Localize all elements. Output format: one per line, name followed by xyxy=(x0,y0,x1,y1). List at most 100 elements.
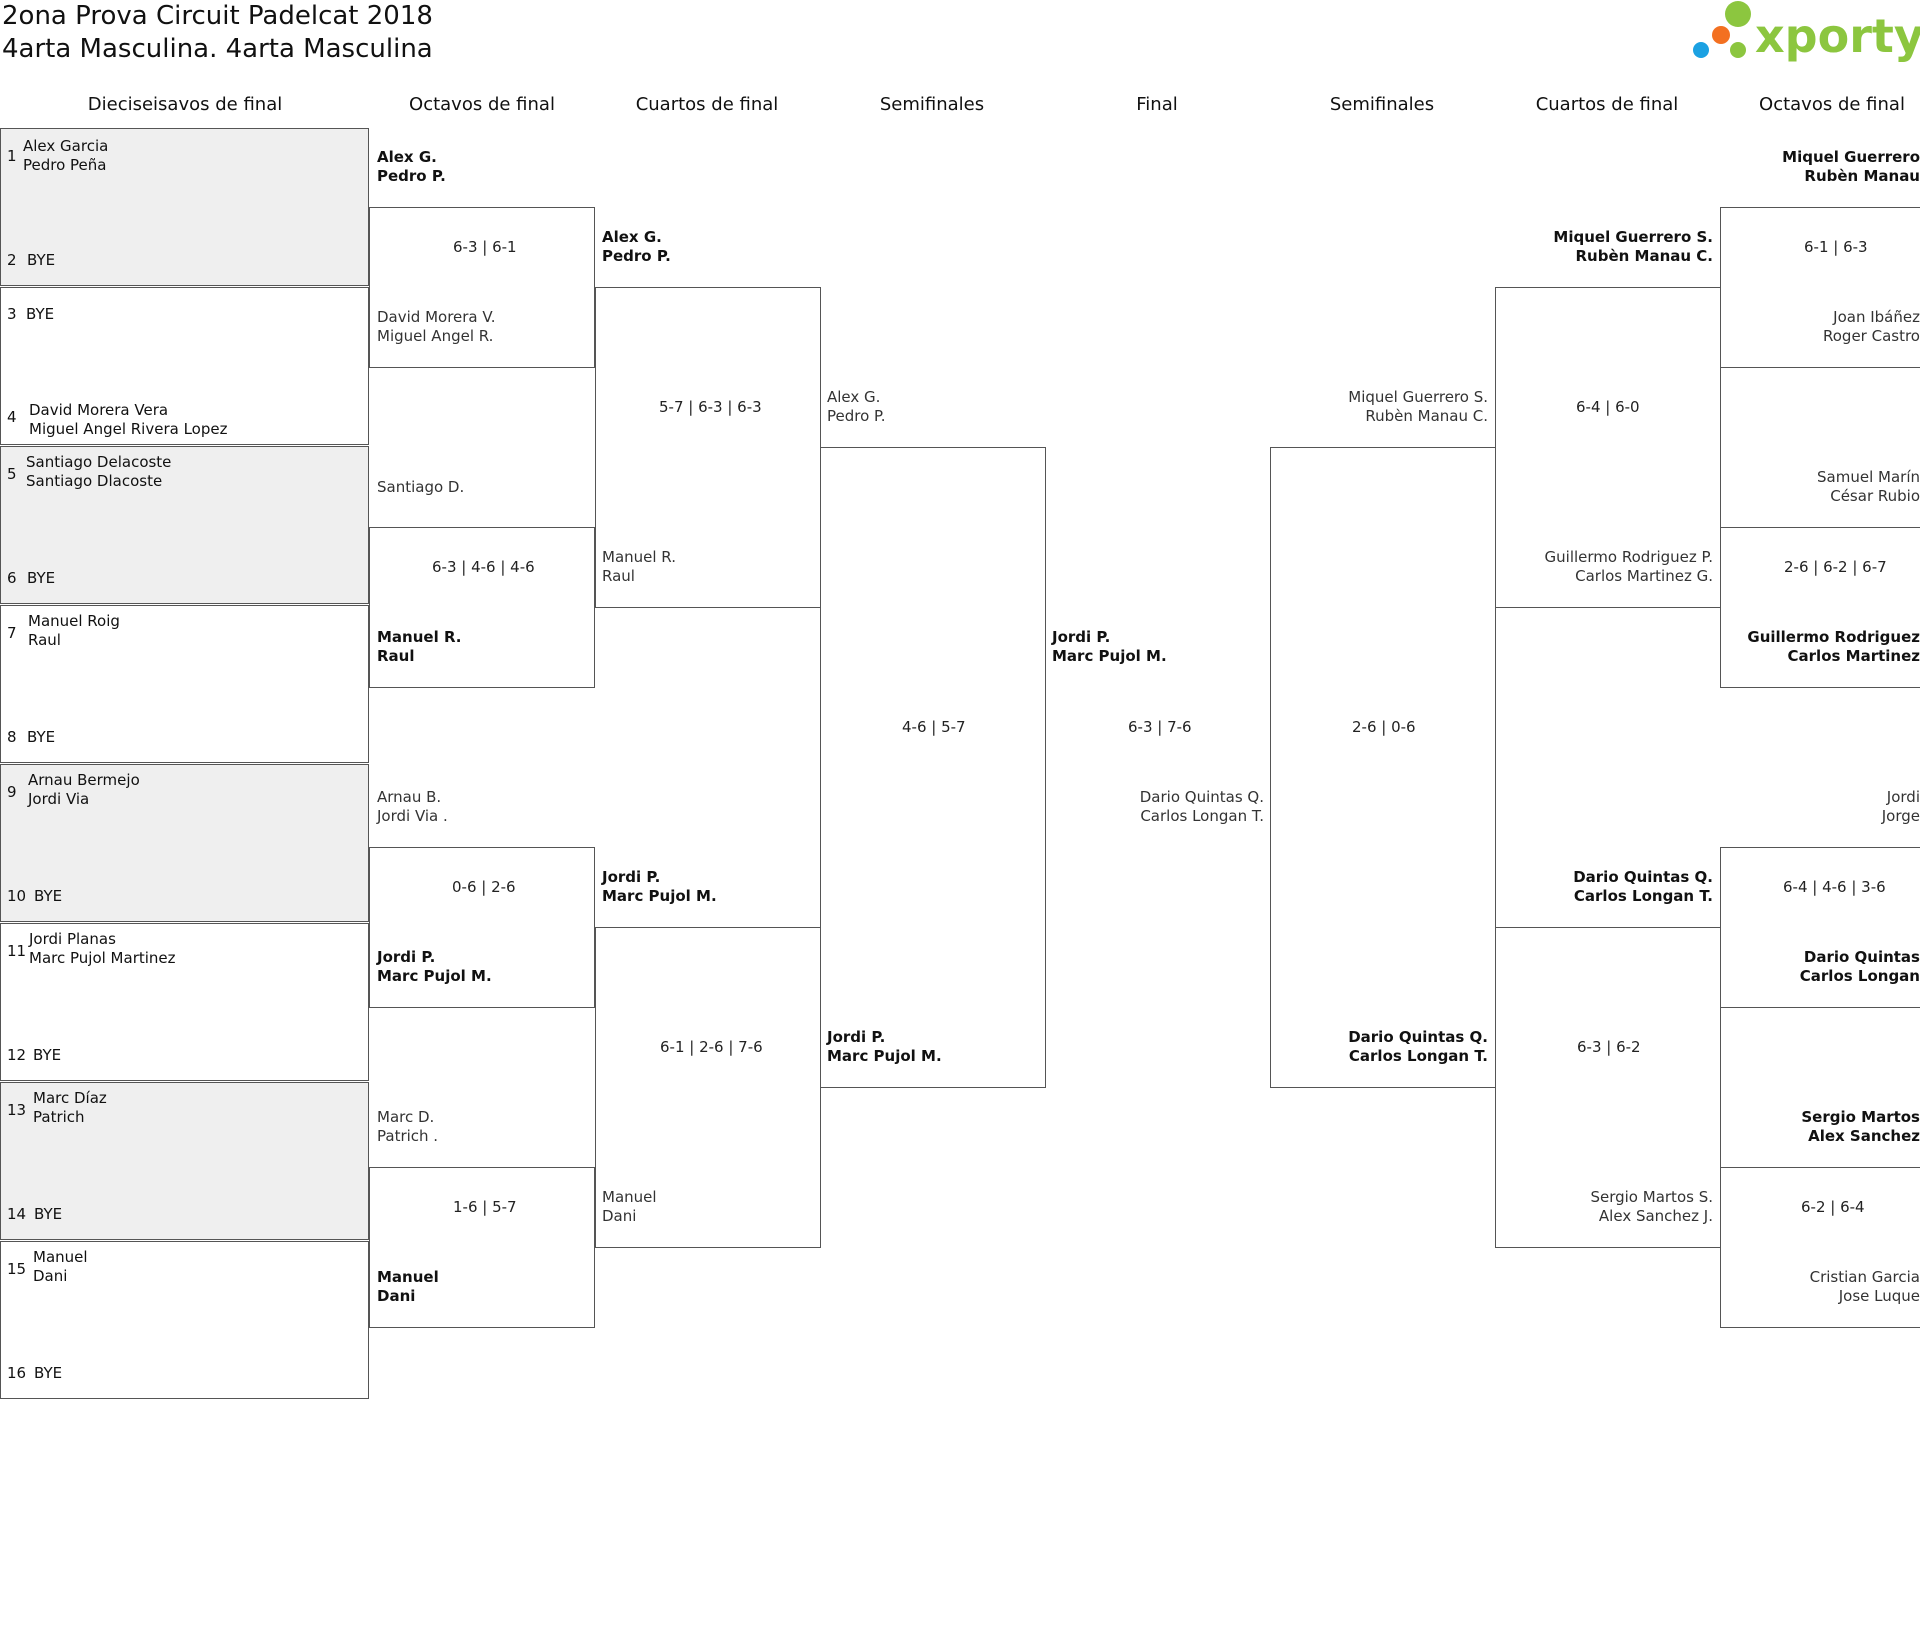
round-header-octavos-right: Octavos de final xyxy=(1759,94,1905,115)
seed-number: 14 xyxy=(7,1205,27,1223)
match-score: 6-2 | 6-4 xyxy=(1801,1198,1865,1216)
match-score: 2-6 | 6-2 | 6-7 xyxy=(1784,558,1887,576)
octavos-pair-bottom: Guillermo Rodriguez Carlos Martinez xyxy=(1747,628,1920,665)
cuartos-pair-top: Dario Quintas Q. Carlos Longan T. xyxy=(1573,868,1713,905)
octavos-pair-top: Santiago D. xyxy=(377,478,465,496)
match-score: 6-4 | 6-0 xyxy=(1576,398,1640,416)
bye-label: BYE xyxy=(27,569,56,587)
bye-label: BYE xyxy=(34,1364,63,1382)
seed-number: 12 xyxy=(7,1046,27,1064)
seed-number: 4 xyxy=(7,408,17,426)
octavos-pair-top: Arnau B. Jordi Via . xyxy=(377,788,448,825)
octavos-pair-bottom: David Morera V. Miguel Angel R. xyxy=(377,308,496,345)
cuartos-pair-top: Jordi P. Marc Pujol M. xyxy=(602,868,717,905)
match-score: 2-6 | 0-6 xyxy=(1352,718,1416,736)
seed-number: 16 xyxy=(7,1364,27,1382)
octavos-pair-top: Marc D. Patrich . xyxy=(377,1108,439,1145)
xporty-logo: xporty xyxy=(1688,0,1920,74)
match-score: 6-3 | 6-1 xyxy=(453,238,517,256)
category-title: 4arta Masculina. 4arta Masculina xyxy=(2,34,433,64)
seed-number: 6 xyxy=(7,569,17,587)
semis-pair-bottom: Jordi P. Marc Pujol M. xyxy=(827,1028,942,1065)
seed-number: 2 xyxy=(7,251,17,269)
round-header-cuartos-right: Cuartos de final xyxy=(1535,94,1679,115)
final-pair-bottom: Dario Quintas Q. Carlos Longan T. xyxy=(1139,788,1264,825)
seed-number: 9 xyxy=(7,783,17,801)
seed-number: 15 xyxy=(7,1260,27,1278)
octavos-pair-bottom: Joan Ibáñez Roger Castro xyxy=(1823,308,1920,345)
seed-number: 3 xyxy=(7,305,17,323)
semis-match-box xyxy=(820,447,1046,1088)
octavos-pair-top: Jordi Jorge xyxy=(1881,788,1920,825)
semis-pair-top: Alex G. Pedro P. xyxy=(827,388,886,425)
octavos-match-box xyxy=(369,207,595,368)
match-score: 6-3 | 4-6 | 4-6 xyxy=(432,558,535,576)
octavos-pair-top: Samuel Marín César Rubio xyxy=(1817,468,1920,505)
cuartos-pair-top: Alex G. Pedro P. xyxy=(602,228,671,265)
bye-label: BYE xyxy=(26,305,55,323)
octavos-match-box-right xyxy=(1720,527,1920,688)
logo-dot-green xyxy=(1725,1,1751,27)
octavos-pair-top: Sergio Martos Alex Sanchez xyxy=(1801,1108,1920,1145)
tournament-title: 2ona Prova Circuit Padelcat 2018 xyxy=(2,1,433,31)
octavos-pair-bottom: Manuel R. Raul xyxy=(377,628,462,665)
octavos-pair-bottom: Cristian Garcia Jose Luque xyxy=(1809,1268,1920,1305)
cuartos-pair-top: Miquel Guerrero S. Rubèn Manau C. xyxy=(1553,228,1713,265)
match-score: 6-3 | 6-2 xyxy=(1577,1038,1641,1056)
cuartos-pair-bottom: Manuel R. Raul xyxy=(602,548,676,585)
bye-label: BYE xyxy=(33,1046,62,1064)
seed-box-2: 3 BYE 4 David Morera Vera Miguel Angel R… xyxy=(0,287,369,445)
seed-number: 8 xyxy=(7,728,17,746)
semis-pair-top: Miquel Guerrero S. Rubèn Manau C. xyxy=(1348,388,1488,425)
seed-number: 11 xyxy=(7,942,27,960)
semis-match-box-right xyxy=(1270,447,1496,1088)
octavos-pair-bottom: Manuel Dani xyxy=(377,1268,439,1305)
logo-graphic: xporty xyxy=(1693,1,1920,63)
bye-label: BYE xyxy=(34,1205,63,1223)
bye-label: BYE xyxy=(34,887,63,905)
match-score: 4-6 | 5-7 xyxy=(902,718,966,736)
octavos-match-box xyxy=(369,847,595,1008)
seed-number: 5 xyxy=(7,465,17,483)
final-pair-top: Jordi P. Marc Pujol M. xyxy=(1052,628,1167,665)
bye-label: BYE xyxy=(27,251,56,269)
logo-wordmark: xporty xyxy=(1755,9,1920,63)
octavos-pair-bottom: Jordi P. Marc Pujol M. xyxy=(377,948,492,985)
round-header-final: Final xyxy=(1136,94,1178,115)
match-score: 1-6 | 5-7 xyxy=(453,1198,517,1216)
round-header-cuartos-left: Cuartos de final xyxy=(635,94,779,115)
octavos-match-box xyxy=(369,1167,595,1328)
octavos-match-box-right xyxy=(1720,847,1920,1008)
semis-pair-bottom: Dario Quintas Q. Carlos Longan T. xyxy=(1348,1028,1488,1065)
cuartos-pair-bottom: Sergio Martos S. Alex Sanchez J. xyxy=(1590,1188,1713,1225)
octavos-pair-top: Miquel Guerrero Rubèn Manau xyxy=(1782,148,1920,185)
round-header-semis-right: Semifinales xyxy=(1329,94,1435,115)
match-score: 6-4 | 4-6 | 3-6 xyxy=(1783,878,1886,896)
pair-names: David Morera Vera Miguel Angel Rivera Lo… xyxy=(29,401,228,438)
octavos-pair-bottom: Dario Quintas Carlos Longan xyxy=(1799,948,1920,985)
round-header-octavos-left: Octavos de final xyxy=(409,94,555,115)
round-header-semis-left: Semifinales xyxy=(879,94,985,115)
octavos-match-box xyxy=(369,527,595,688)
logo-dot-orange xyxy=(1712,26,1730,44)
octavos-match-box-right xyxy=(1720,1167,1920,1328)
seed-number: 13 xyxy=(7,1101,27,1119)
logo-dot-green-small xyxy=(1730,42,1746,58)
seed-number: 1 xyxy=(7,147,17,165)
cuartos-match-box-right xyxy=(1495,287,1721,608)
seed-number: 10 xyxy=(7,887,27,905)
octavos-pair-top: Alex G. Pedro P. xyxy=(377,148,446,185)
match-score: 6-1 | 6-3 xyxy=(1804,238,1868,256)
